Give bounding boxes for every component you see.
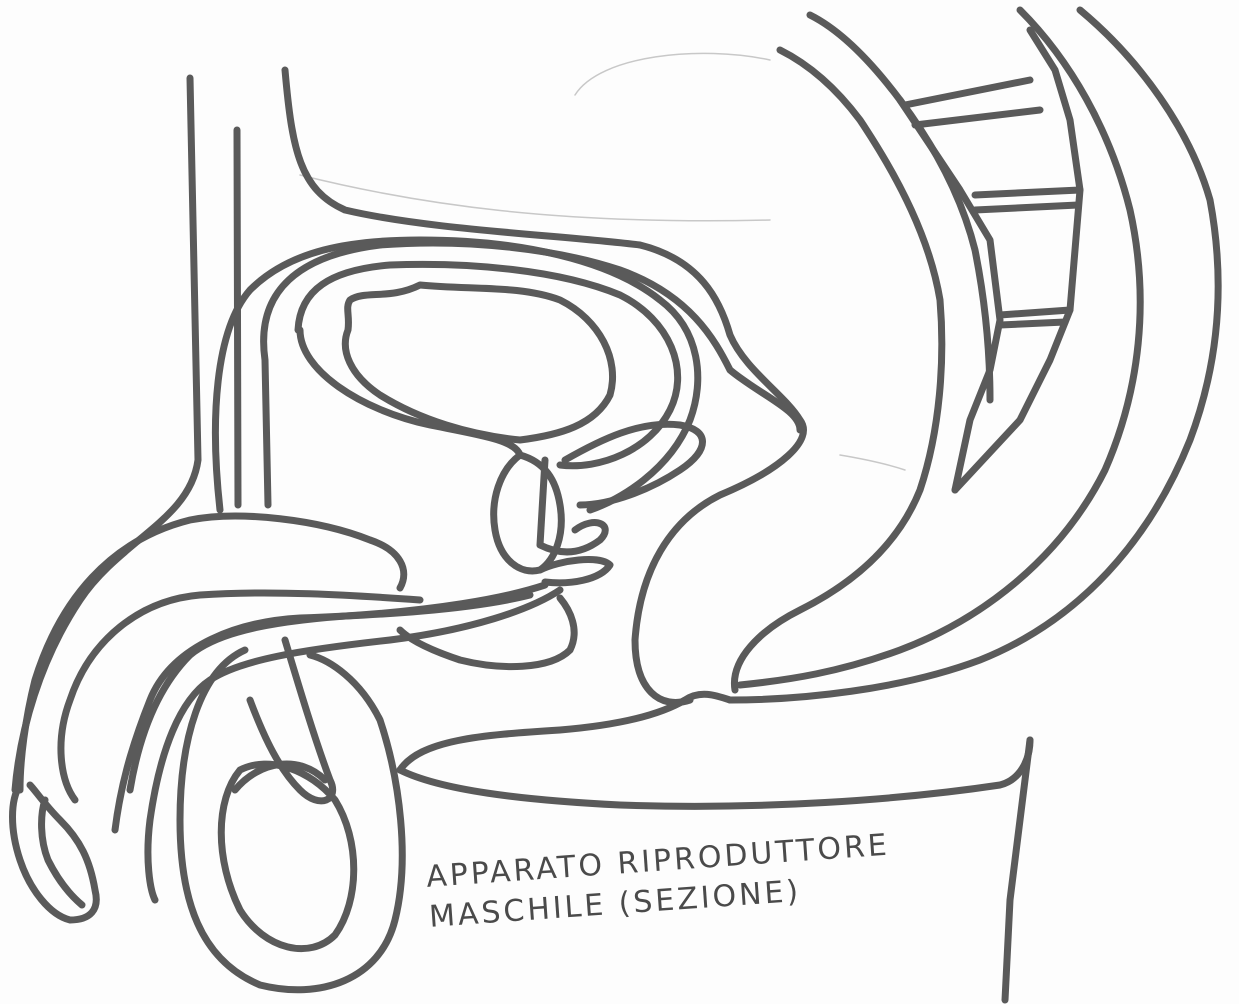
vertebra-line-5 xyxy=(1000,310,1070,315)
colon-fold xyxy=(810,15,990,400)
pencil-guide-top xyxy=(575,53,770,95)
pencil-guide-right xyxy=(840,455,905,470)
pelvic-floor xyxy=(400,740,1030,806)
bulbourethral-gland xyxy=(540,560,610,583)
vertebra-line-4 xyxy=(975,205,1078,210)
urethra-inner xyxy=(130,585,545,790)
glans-inner xyxy=(42,800,82,905)
glans xyxy=(13,785,97,920)
prostate xyxy=(494,455,562,571)
scrotum xyxy=(180,650,402,990)
rectum-inner xyxy=(734,50,941,690)
vertebra-line-3 xyxy=(975,190,1080,195)
abdominal-wall-inner xyxy=(237,130,238,505)
rectum-outer xyxy=(730,10,1218,700)
vertebra-line-6 xyxy=(1000,322,1065,325)
perineum-line xyxy=(400,694,730,770)
peritoneum-line xyxy=(285,70,803,703)
corpus-cavernosum-top xyxy=(20,516,404,790)
bladder-lumen xyxy=(345,285,612,440)
vertebra-line-1 xyxy=(905,80,1030,105)
pubic-wall xyxy=(264,243,800,505)
vertebra-line-2 xyxy=(915,110,1040,125)
